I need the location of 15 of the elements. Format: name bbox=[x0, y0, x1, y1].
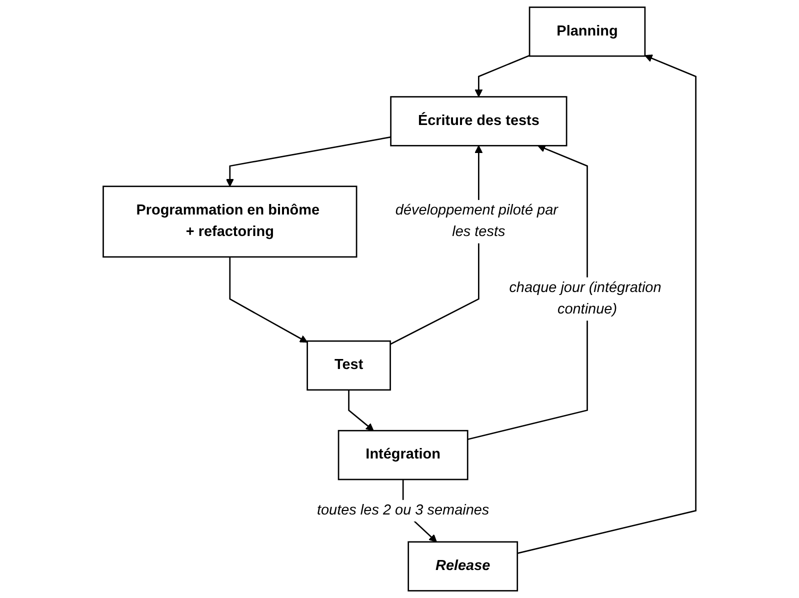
arrow bbox=[229, 256, 308, 343]
edge-label: chaque jour (intégration continue) bbox=[509, 280, 662, 318]
arrow bbox=[517, 54, 696, 554]
node-box: Test bbox=[306, 340, 391, 391]
arrow bbox=[226, 136, 391, 187]
node-box: Intégration bbox=[338, 430, 468, 480]
node-box: Planning bbox=[528, 6, 646, 57]
arrow bbox=[474, 54, 530, 98]
edge-label: toutes les 2 ou 3 semaines bbox=[316, 502, 490, 518]
node-box: Écriture des tests bbox=[390, 96, 568, 146]
arrow bbox=[348, 390, 374, 431]
arrow bbox=[467, 144, 588, 440]
node-box: Programmation en binôme + refactoring bbox=[102, 186, 358, 258]
edge-label: développement piloté par les tests bbox=[395, 202, 558, 240]
node-box: Release bbox=[408, 541, 518, 592]
